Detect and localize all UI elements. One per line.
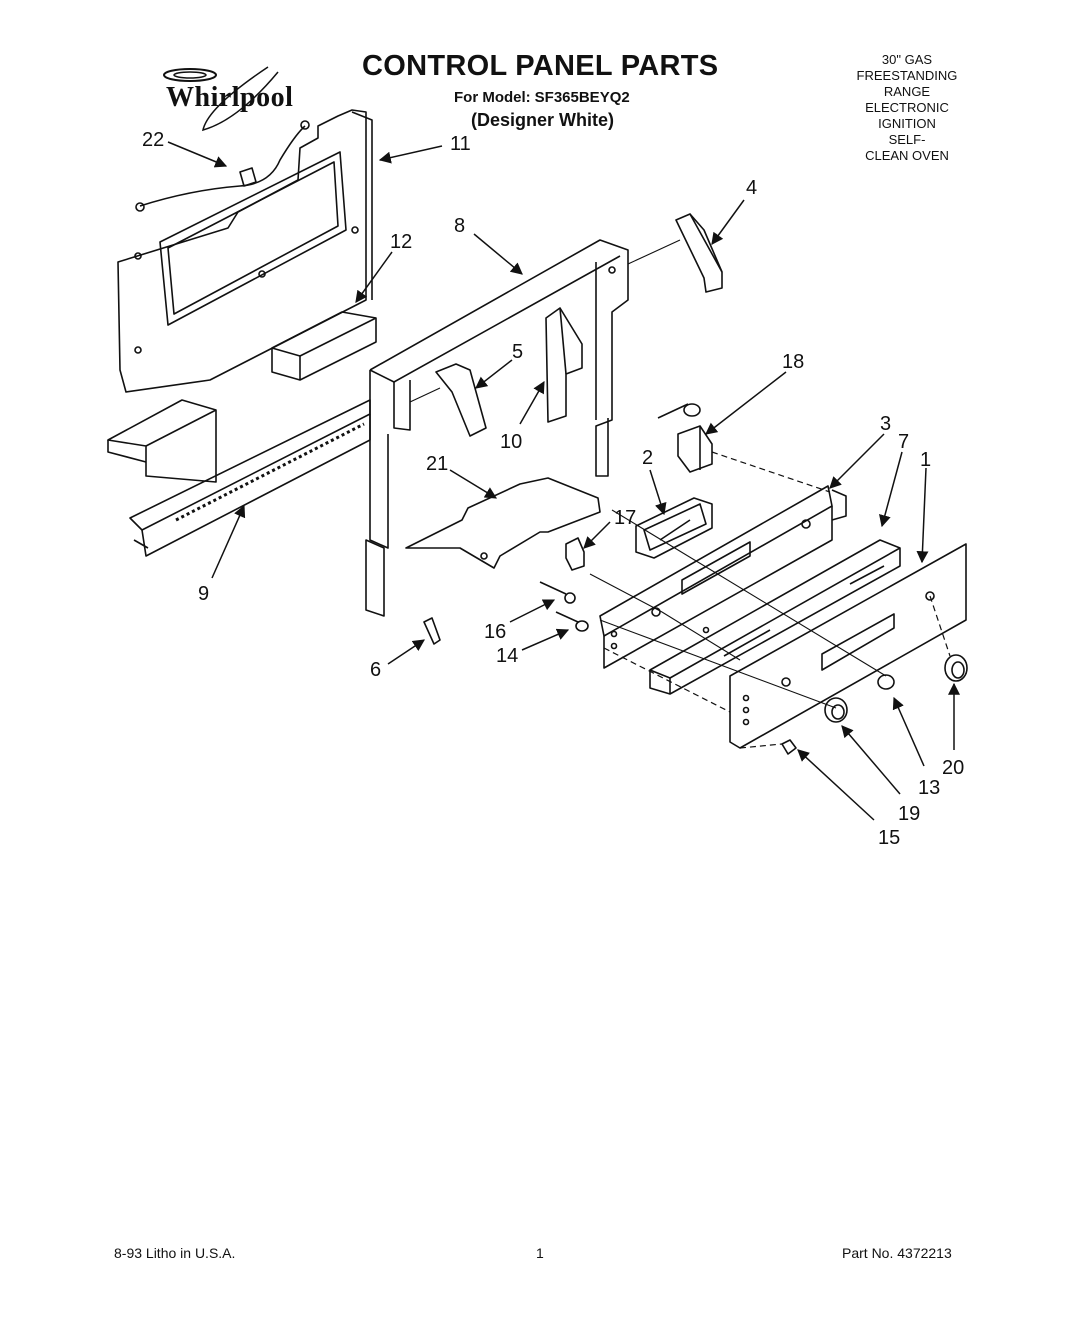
- leader-2: [649, 469, 667, 516]
- leader-18: [705, 371, 787, 435]
- callout-7: 7: [898, 431, 909, 453]
- leader-4: [711, 199, 745, 245]
- part-12-insulation: [271, 311, 377, 381]
- leader-22: [167, 141, 228, 168]
- leader-8: [473, 233, 523, 275]
- part-number: Part No. 4372213: [842, 1245, 952, 1261]
- leader-19: [841, 725, 901, 795]
- part-17-small-switch: [565, 537, 585, 571]
- callout-20: 20: [942, 757, 964, 779]
- part-13-button: [877, 674, 895, 690]
- callout-3: 3: [880, 413, 891, 435]
- appliance-spec-block: 30" GAS FREESTANDING RANGE ELECTRONIC IG…: [832, 52, 982, 164]
- callout-13: 13: [918, 777, 940, 799]
- page-number: 1: [536, 1245, 544, 1261]
- part-21-heat-shield: [405, 477, 601, 569]
- whirlpool-logo: Whirlpool: [148, 62, 318, 142]
- spec-line: SELF-: [888, 132, 926, 147]
- alignment-lines: [603, 451, 951, 749]
- leader-16: [509, 599, 556, 623]
- leader-9: [211, 504, 246, 579]
- page-title: CONTROL PANEL PARTS: [362, 50, 719, 82]
- callout-4: 4: [746, 177, 757, 199]
- part-2-display-housing: [635, 497, 713, 559]
- part-1-control-panel: [729, 543, 967, 749]
- leader-3: [829, 433, 885, 489]
- spec-line: CLEAN OVEN: [865, 148, 949, 163]
- callout-10: 10: [500, 431, 522, 453]
- part-10-side-bracket: [545, 307, 583, 423]
- callout-1: 1: [920, 449, 931, 471]
- callout-2: 2: [642, 447, 653, 469]
- spec-line: IGNITION: [878, 116, 936, 131]
- leader-15: [797, 749, 875, 821]
- part-6-clip: [423, 617, 441, 645]
- leader-14: [521, 628, 570, 651]
- model-prefix: For Model:: [454, 89, 531, 106]
- callout-16: 16: [484, 621, 506, 643]
- print-info: 8-93 Litho in U.S.A.: [114, 1245, 236, 1261]
- callout-19: 19: [898, 803, 920, 825]
- spec-line: RANGE: [883, 84, 931, 99]
- brand-wordmark: Whirlpool: [166, 82, 294, 113]
- callout-8: 8: [454, 215, 465, 237]
- finish-label: (Designer White): [471, 110, 615, 130]
- callout-17: 17: [614, 507, 636, 529]
- leader-1: [916, 467, 929, 564]
- leader-10: [519, 380, 545, 425]
- part-16-valve-stem: [539, 581, 576, 604]
- leader-11: [378, 145, 443, 164]
- model-line: For Model:SF365BEYQ2: [454, 89, 630, 106]
- part-15-button: [781, 739, 797, 755]
- part-14-valve-stem: [555, 611, 589, 632]
- callout-9: 9: [198, 583, 209, 605]
- callout-12: 12: [390, 231, 412, 253]
- part-22-wire-harness: [135, 120, 310, 212]
- callout-6: 6: [370, 659, 381, 681]
- leader-21: [449, 469, 498, 499]
- leader-12: [355, 251, 393, 303]
- callout-14: 14: [496, 645, 518, 667]
- part-5-bracket: [435, 363, 487, 437]
- leader-6: [387, 639, 425, 665]
- leader-5: [475, 359, 513, 389]
- part-channel-left: [107, 399, 217, 483]
- leader-13: [892, 696, 925, 767]
- callout-22: 22: [142, 129, 164, 151]
- part-3-panel-bracket: [599, 485, 847, 669]
- part-7-panel-trim: [649, 539, 901, 695]
- spec-line: ELECTRONIC: [865, 100, 949, 115]
- spec-line: FREESTANDING: [856, 68, 958, 83]
- spec-line: 30" GAS: [881, 52, 933, 67]
- callout-15: 15: [878, 827, 900, 849]
- part-18-switch: [657, 403, 713, 473]
- callout-21: 21: [426, 453, 448, 475]
- callout-18: 18: [782, 351, 804, 373]
- callout-11: 11: [450, 133, 471, 155]
- part-19-knob: [824, 697, 848, 723]
- part-4-end-cap: [675, 213, 723, 293]
- part-8-frame: [365, 239, 629, 617]
- model-number: SF365BEYQ2: [534, 89, 630, 106]
- leader-7: [879, 451, 903, 528]
- callout-5: 5: [512, 341, 523, 363]
- part-11-rear-panel: [117, 109, 373, 393]
- leader-17: [583, 521, 611, 549]
- part-20-knob: [944, 654, 968, 682]
- assembly-lines: [409, 239, 887, 709]
